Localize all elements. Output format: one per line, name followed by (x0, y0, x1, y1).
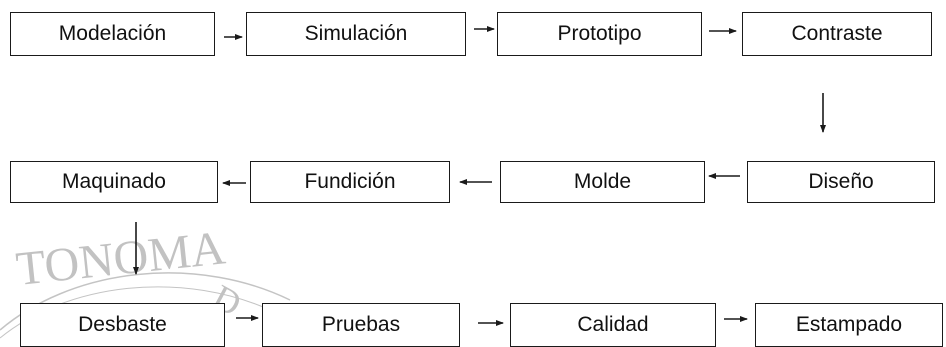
node-molde: Molde (500, 161, 705, 203)
node-fundicion: Fundición (250, 161, 450, 203)
node-simulacion: Simulación (246, 12, 466, 56)
node-diseno: Diseño (747, 161, 935, 203)
node-prototipo: Prototipo (497, 12, 702, 56)
process-flow-diagram: TONOMA D Modelación Simulación Prototipo… (0, 12, 943, 347)
node-maquinado: Maquinado (10, 161, 218, 203)
flow-arrows (133, 26, 826, 326)
node-modelacion: Modelación (10, 12, 215, 56)
node-contraste: Contraste (742, 12, 932, 56)
